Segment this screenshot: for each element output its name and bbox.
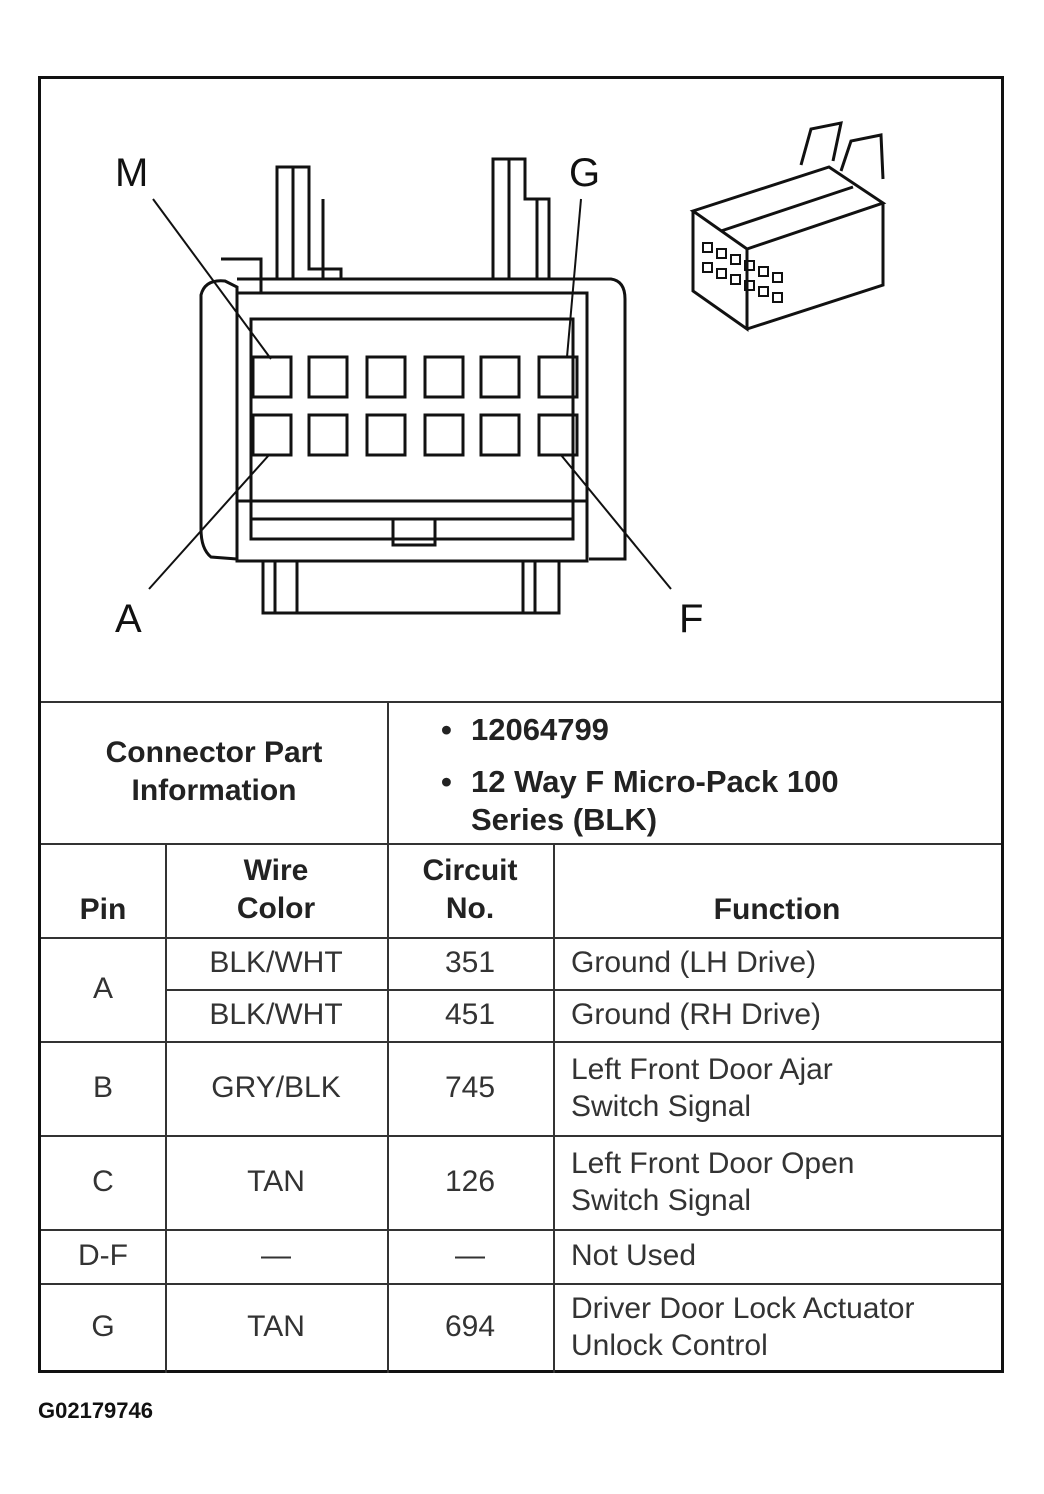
leader-a — [148, 454, 270, 590]
pin-label-a: A — [115, 597, 142, 641]
wire-color-cell: TAN — [247, 1310, 305, 1343]
bottom-left-leg — [261, 561, 299, 615]
pin-label-f: F — [679, 597, 704, 641]
wire-color-cell: BLK/WHT — [209, 998, 343, 1031]
connector-type: 12 Way F Micro-Pack 100 Series (BLK) — [471, 764, 839, 837]
divider-row — [41, 1229, 1001, 1231]
connector-part-info-label: Connector Part Information — [105, 736, 323, 807]
function-cell: Driver Door Lock Actuator Unlock Control — [571, 1292, 915, 1362]
divider-row — [41, 1283, 1001, 1285]
header-wire-color: Wire Color — [236, 854, 316, 925]
wire-color-cell: BLK/WHT — [209, 946, 343, 979]
circuit-cell: 126 — [444, 1165, 496, 1198]
figure-id: G02179746 — [38, 1398, 153, 1423]
bottom-right-leg — [521, 561, 561, 615]
connector-face-diagram — [148, 121, 887, 615]
leader-m — [152, 198, 272, 360]
pin-label-m: M — [115, 151, 149, 195]
function-cell: Ground (LH Drive) — [571, 946, 817, 979]
wire-color-cell: GRY/BLK — [211, 1071, 341, 1104]
divider-row — [41, 1135, 1001, 1137]
polarity-key — [391, 519, 437, 547]
divider-row — [41, 1041, 1001, 1043]
circuit-cell: 351 — [444, 946, 496, 979]
body-left-ear — [221, 257, 263, 293]
function-cell: Left Front Door Open Switch Signal — [571, 1147, 855, 1217]
divider-sub-row — [165, 989, 1001, 991]
function-cell: Not Used — [571, 1239, 697, 1272]
pin-cell: C — [92, 1165, 114, 1198]
wire-color-cell: TAN — [247, 1165, 305, 1198]
header-function: Function — [713, 893, 841, 926]
col-divider-2 — [387, 843, 389, 1373]
header-circuit-no: Circuit No. — [422, 854, 518, 925]
leader-f — [560, 454, 672, 590]
connector-3d-view — [689, 121, 887, 332]
divider-info-top — [41, 701, 1001, 703]
pin-cavity-grid — [251, 355, 579, 457]
pin-cell: A — [92, 972, 113, 1005]
body-right-side — [589, 277, 627, 561]
circuit-cell: 694 — [444, 1310, 496, 1343]
top-left-latch — [275, 165, 343, 279]
circuit-cell: 451 — [444, 998, 496, 1031]
wire-color-cell: — — [261, 1239, 291, 1272]
body-left-side — [199, 279, 239, 561]
divider-table-top — [41, 843, 1001, 845]
leader-g — [566, 198, 582, 358]
pin-cell: G — [91, 1310, 115, 1343]
circuit-cell: 745 — [444, 1071, 496, 1104]
pin-label-g: G — [569, 151, 601, 195]
divider-header-bottom — [41, 937, 1001, 939]
connector-frame: M G A F Connector Part Information •1206… — [38, 76, 1004, 1373]
divider-info-vertical — [387, 701, 389, 843]
function-cell: Ground (RH Drive) — [571, 998, 822, 1031]
connector-type-bullet: •12 Way F Micro-Pack 100 Series (BLK) — [441, 763, 901, 839]
col-divider-3 — [553, 843, 555, 1373]
circuit-cell: — — [455, 1239, 485, 1272]
part-number-bullet: •12064799 — [441, 712, 609, 747]
top-right-latch — [491, 157, 551, 279]
function-cell: Left Front Door Ajar Switch Signal — [571, 1053, 833, 1123]
connector-body — [235, 291, 589, 563]
col-divider-1 — [165, 843, 167, 1373]
connector-face — [249, 317, 575, 541]
pin-cell: B — [92, 1071, 113, 1104]
pin-cell: D-F — [78, 1239, 128, 1272]
part-number: 12064799 — [471, 712, 609, 747]
header-pin: Pin — [79, 893, 127, 926]
